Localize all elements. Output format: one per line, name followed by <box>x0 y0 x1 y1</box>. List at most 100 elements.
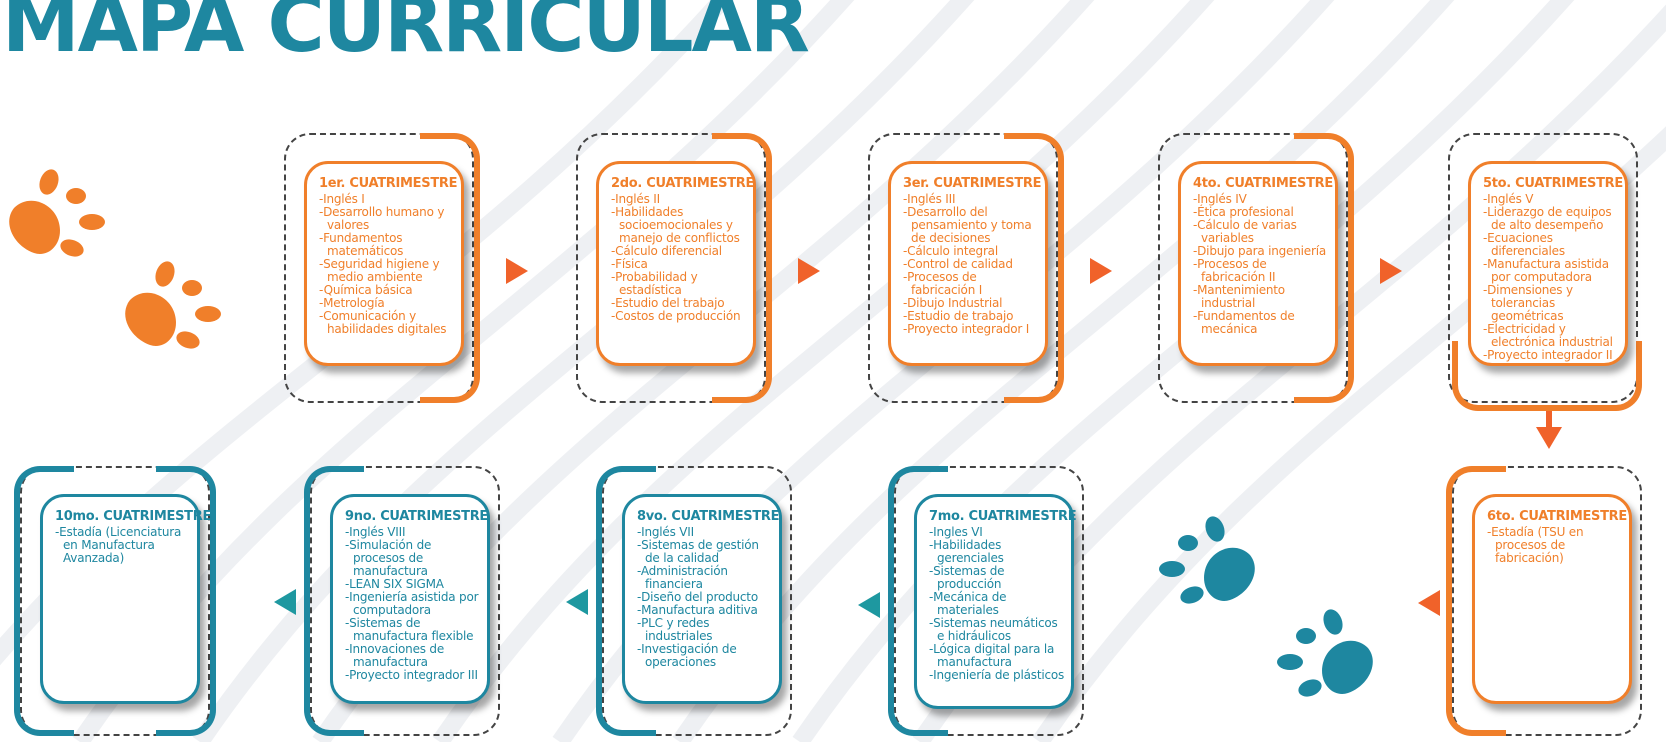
subject-item: Física <box>611 258 747 271</box>
subject-item: Ingeniería asistida por computadora <box>345 591 481 617</box>
subject-item: Diseño del producto <box>637 591 773 604</box>
subject-item: Costos de producción <box>611 310 747 323</box>
subject-item: Desarrollo del pensamiento y toma de dec… <box>903 206 1039 245</box>
paw-icon <box>1277 609 1373 697</box>
cuatrimestre-label: 5to. CUATRIMESTRE <box>1483 176 1623 191</box>
arrow-right-icon <box>1090 258 1112 284</box>
paw-icon <box>125 261 221 349</box>
subject-item: Inglés I <box>319 193 455 206</box>
card-cuatrimestre-1: 1er. CUATRIMESTRE Inglés IDesarrollo hum… <box>304 161 464 366</box>
cuatrimestre-6: 6to. CUATRIMESTRE Estadía (TSU en proces… <box>1446 466 1642 736</box>
subject-item: Mantenimiento industrial <box>1193 284 1329 310</box>
cuatrimestre-label: 4to. CUATRIMESTRE <box>1193 176 1333 191</box>
subject-item: Inglés II <box>611 193 747 206</box>
subject-list: Ingles VIHabilidades gerencialesSistemas… <box>929 526 1065 682</box>
cuatrimestre-8: 8vo. CUATRIMESTRE Inglés VIISistemas de … <box>596 466 792 736</box>
subject-item: LEAN SIX SIGMA <box>345 578 481 591</box>
card-cuatrimestre-8: 8vo. CUATRIMESTRE Inglés VIISistemas de … <box>622 494 782 704</box>
subject-list: Inglés VLiderazgo de equipos de alto des… <box>1483 193 1619 362</box>
card-cuatrimestre-4: 4to. CUATRIMESTRE Inglés IVÉtica profesi… <box>1178 161 1338 366</box>
subject-item: Cálculo integral <box>903 245 1039 258</box>
subject-item: Lógica digital para la manufactura <box>929 643 1065 669</box>
subject-item: Estadía (TSU en procesos de fabricación) <box>1487 526 1623 565</box>
subject-item: Inglés VII <box>637 526 773 539</box>
subject-item: Administración financiera <box>637 565 773 591</box>
arrow-stem <box>1546 411 1552 429</box>
cuatrimestre-2: 2do. CUATRIMESTRE Inglés IIHabilidades s… <box>576 133 772 403</box>
arrow-left-icon <box>858 592 880 618</box>
subject-item: Dimensiones y tolerancias geométricas <box>1483 284 1619 323</box>
subject-item: Estudio del trabajo <box>611 297 747 310</box>
subject-item: Manufactura asistida por computadora <box>1483 258 1619 284</box>
subject-item: Seguridad higiene y medio ambiente <box>319 258 455 284</box>
subject-item: Inglés IV <box>1193 193 1329 206</box>
cuatrimestre-9: 9no. CUATRIMESTRE Inglés VIIISimulación … <box>304 466 500 736</box>
arrow-left-icon <box>566 589 588 615</box>
paw-icon <box>1159 516 1255 604</box>
card-cuatrimestre-5: 5to. CUATRIMESTRE Inglés VLiderazgo de e… <box>1468 161 1628 366</box>
subject-item: Simulación de procesos de manufactura <box>345 539 481 578</box>
subject-item: Habilidades socioemocionales y manejo de… <box>611 206 747 245</box>
subject-item: Habilidades gerenciales <box>929 539 1065 565</box>
subject-item: Ingles VI <box>929 526 1065 539</box>
subject-item: Cálculo de varias variables <box>1193 219 1329 245</box>
cuatrimestre-label: 10mo. CUATRIMESTRE <box>55 509 212 524</box>
subject-item: Fundamentos de mecánica <box>1193 310 1329 336</box>
subject-item: Procesos de fabricación II <box>1193 258 1329 284</box>
subject-list: Inglés IVÉtica profesionalCálculo de var… <box>1193 193 1329 336</box>
subject-item: Dibujo Industrial <box>903 297 1039 310</box>
subject-item: Electricidad y electrónica industrial <box>1483 323 1619 349</box>
cuatrimestre-1: 1er. CUATRIMESTRE Inglés IDesarrollo hum… <box>284 133 480 403</box>
subject-item: Cálculo diferencial <box>611 245 747 258</box>
cuatrimestre-4: 4to. CUATRIMESTRE Inglés IVÉtica profesi… <box>1158 133 1354 403</box>
subject-item: Innovaciones de manufactura <box>345 643 481 669</box>
card-cuatrimestre-6: 6to. CUATRIMESTRE Estadía (TSU en proces… <box>1472 494 1632 704</box>
arrow-right-icon <box>1380 258 1402 284</box>
card-cuatrimestre-3: 3er. CUATRIMESTRE Inglés IIIDesarrollo d… <box>888 161 1048 366</box>
cuatrimestre-5: 5to. CUATRIMESTRE Inglés VLiderazgo de e… <box>1448 133 1642 411</box>
arrow-left-icon <box>1418 590 1440 616</box>
page-title: MAPA CURRICULAR <box>2 0 810 70</box>
subject-item: Control de calidad <box>903 258 1039 271</box>
cuatrimestre-label: 3er. CUATRIMESTRE <box>903 176 1042 191</box>
subject-item: Procesos de fabricación I <box>903 271 1039 297</box>
card-cuatrimestre-9: 9no. CUATRIMESTRE Inglés VIIISimulación … <box>330 494 490 704</box>
subject-item: Probabilidad y estadística <box>611 271 747 297</box>
subject-item: Comunicación y habilidades digitales <box>319 310 455 336</box>
card-cuatrimestre-2: 2do. CUATRIMESTRE Inglés IIHabilidades s… <box>596 161 756 366</box>
subject-list: Estadía (TSU en procesos de fabricación) <box>1487 526 1623 565</box>
subject-list: Inglés VIISistemas de gestión de la cali… <box>637 526 773 669</box>
paw-icon <box>9 169 105 257</box>
subject-item: Sistemas neumáticos e hidráulicos <box>929 617 1065 643</box>
cuatrimestre-10: 10mo. CUATRIMESTRE Estadía (Licenciatura… <box>14 466 216 736</box>
subject-item: Inglés III <box>903 193 1039 206</box>
subject-item: Fundamentos matemáticos <box>319 232 455 258</box>
subject-item: Liderazgo de equipos de alto desempeño <box>1483 206 1619 232</box>
subject-item: Investigación de operaciones <box>637 643 773 669</box>
subject-item: Dibujo para ingeniería <box>1193 245 1329 258</box>
subject-item: Proyecto integrador II <box>1483 349 1619 362</box>
cuatrimestre-label: 2do. CUATRIMESTRE <box>611 176 755 191</box>
subject-item: Inglés V <box>1483 193 1619 206</box>
subject-item: Inglés VIII <box>345 526 481 539</box>
subject-item: Ética profesional <box>1193 206 1329 219</box>
cuatrimestre-label: 7mo. CUATRIMESTRE <box>929 509 1077 524</box>
subject-item: PLC y redes industriales <box>637 617 773 643</box>
cuatrimestre-3: 3er. CUATRIMESTRE Inglés IIIDesarrollo d… <box>868 133 1064 403</box>
arrow-left-icon <box>274 589 296 615</box>
subject-list: Inglés IDesarrollo humano y valoresFunda… <box>319 193 455 336</box>
cuatrimestre-label: 9no. CUATRIMESTRE <box>345 509 488 524</box>
cuatrimestre-7: 7mo. CUATRIMESTRE Ingles VIHabilidades g… <box>888 466 1084 736</box>
subject-item: Estadía (Licenciatura en Manufactura Ava… <box>55 526 191 565</box>
subject-item: Ecuaciones diferenciales <box>1483 232 1619 258</box>
subject-item: Química básica <box>319 284 455 297</box>
subject-item: Sistemas de gestión de la calidad <box>637 539 773 565</box>
subject-list: Inglés IIHabilidades socioemocionales y … <box>611 193 747 323</box>
subject-item: Metrología <box>319 297 455 310</box>
subject-item: Proyecto integrador III <box>345 669 481 682</box>
subject-item: Estudio de trabajo <box>903 310 1039 323</box>
subject-item: Proyecto integrador I <box>903 323 1039 336</box>
card-cuatrimestre-10: 10mo. CUATRIMESTRE Estadía (Licenciatura… <box>40 494 212 704</box>
subject-list: Estadía (Licenciatura en Manufactura Ava… <box>55 526 191 565</box>
